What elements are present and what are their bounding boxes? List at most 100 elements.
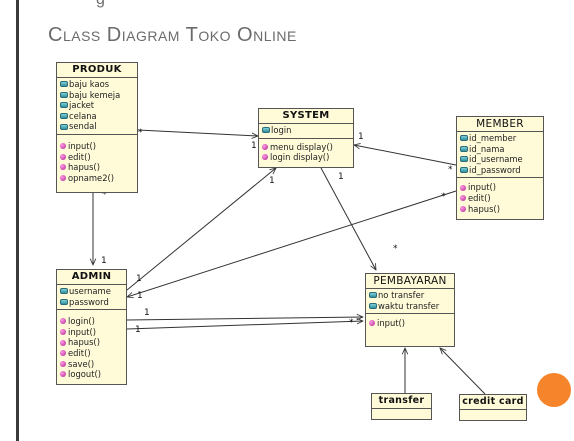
class-name: MEMBER	[457, 117, 543, 132]
assoc-system-pembayaran	[320, 167, 376, 270]
multiplicity: 1	[251, 141, 257, 151]
class-member[interactable]: MEMBER id_member id_nama id_username id_…	[456, 116, 544, 220]
operation: edit()	[60, 152, 135, 163]
operation: opname2()	[60, 173, 135, 184]
attribute-icon	[369, 302, 377, 309]
attribute-icon	[60, 102, 68, 109]
attribute: baju kaos	[60, 79, 135, 90]
operation: hapus()	[60, 337, 124, 348]
assoc-member-admin	[127, 190, 457, 297]
multiplicity: 1	[269, 176, 275, 186]
operation-icon	[60, 360, 66, 367]
attribute: sendal	[60, 121, 135, 132]
attribute: login	[262, 125, 351, 136]
attribute-icon	[60, 113, 68, 120]
operation: login display()	[262, 152, 351, 163]
assoc-member-system	[354, 145, 457, 166]
class-produk[interactable]: PRODUK baju kaos baju kemeja jacket cela…	[56, 62, 138, 193]
operation-icon	[60, 350, 66, 357]
class-transfer[interactable]: transfer	[371, 393, 432, 420]
operation-icon	[262, 154, 268, 161]
class-credit-card[interactable]: credit card	[459, 394, 527, 421]
attribute-icon	[460, 145, 468, 152]
multiplicity: *	[349, 318, 354, 328]
operation-list: login() input() hapus() edit() save() lo…	[57, 309, 126, 382]
operation: input()	[460, 182, 541, 193]
attribute-list: username password	[57, 285, 126, 309]
attribute: id_nama	[460, 144, 541, 155]
attribute: no transfer	[369, 290, 452, 301]
attribute: celana	[60, 111, 135, 122]
class-admin[interactable]: ADMIN username password login() input() …	[56, 269, 127, 385]
attribute-list: baju kaos baju kemeja jacket celana send…	[57, 78, 137, 134]
attribute-icon	[369, 292, 377, 299]
operation-icon	[60, 371, 66, 378]
multiplicity: *	[441, 192, 446, 202]
attribute-list: id_member id_nama id_username id_passwor…	[457, 132, 543, 177]
multiplicity: 1	[135, 325, 141, 335]
operation-icon	[60, 329, 66, 336]
generalization-credit-card	[440, 348, 486, 395]
operation-icon	[460, 205, 466, 212]
attribute-icon	[60, 81, 68, 88]
attribute: jacket	[60, 100, 135, 111]
attribute-icon	[60, 123, 68, 130]
multiplicity: *	[102, 190, 107, 200]
attribute: id_username	[460, 154, 541, 165]
attribute: id_password	[460, 165, 541, 176]
operation-icon	[60, 164, 66, 171]
class-name: credit card	[460, 395, 526, 410]
operation-icon	[60, 175, 66, 182]
operation: save()	[60, 359, 124, 370]
operation-list: menu display() login display()	[259, 137, 353, 165]
operation-icon	[60, 318, 66, 325]
multiplicity: 1	[358, 132, 364, 142]
assoc-admin-pembayaran	[126, 321, 363, 330]
attribute: id_member	[460, 133, 541, 144]
operation-icon	[262, 143, 268, 150]
assoc-admin-system	[126, 168, 276, 291]
attribute-icon	[460, 135, 468, 142]
operation-list: input()	[366, 313, 454, 331]
operation-icon	[369, 320, 375, 327]
operation-list: input() edit() hapus() opname2()	[57, 133, 137, 185]
attribute: baju kemeja	[60, 90, 135, 101]
operation: login()	[60, 316, 124, 327]
class-system[interactable]: SYSTEM login menu display() login displa…	[258, 108, 354, 168]
multiplicity: 1	[136, 274, 142, 284]
class-name: PRODUK	[57, 63, 137, 78]
attribute-icon	[262, 127, 270, 134]
operation: edit()	[60, 348, 124, 359]
operation-icon	[460, 184, 466, 191]
attribute-icon	[60, 91, 68, 98]
attribute-list: no transfer waktu transfer	[366, 289, 454, 313]
multiplicity: *	[393, 244, 398, 254]
slide-title: Class Diagram Toko Online	[48, 24, 297, 46]
attribute-icon	[60, 288, 68, 295]
operation: hapus()	[460, 204, 541, 215]
operation: logout()	[60, 369, 124, 380]
attribute-icon	[460, 167, 468, 174]
operation-icon	[60, 143, 66, 150]
class-name: PEMBAYARAN	[366, 274, 454, 289]
multiplicity: *	[138, 128, 143, 138]
multiplicity: 1	[137, 291, 143, 301]
class-pembayaran[interactable]: PEMBAYARAN no transfer waktu transfer in…	[365, 273, 455, 347]
attribute-icon	[460, 156, 468, 163]
operation-list: input() edit() hapus()	[457, 177, 543, 216]
operation-icon	[460, 195, 466, 202]
class-name: transfer	[372, 394, 431, 409]
multiplicity: 1	[144, 308, 150, 318]
operation: edit()	[460, 193, 541, 204]
multiplicity: *	[448, 165, 453, 175]
assoc-admin-pembayaran-2	[126, 317, 363, 321]
class-name: ADMIN	[57, 270, 126, 285]
operation: input()	[60, 141, 135, 152]
operation: hapus()	[60, 162, 135, 173]
accent-circle	[537, 373, 571, 407]
multiplicity: 1	[101, 256, 107, 266]
attribute-icon	[60, 298, 68, 305]
attribute: username	[60, 286, 124, 297]
slide-left-rule	[16, 0, 19, 441]
